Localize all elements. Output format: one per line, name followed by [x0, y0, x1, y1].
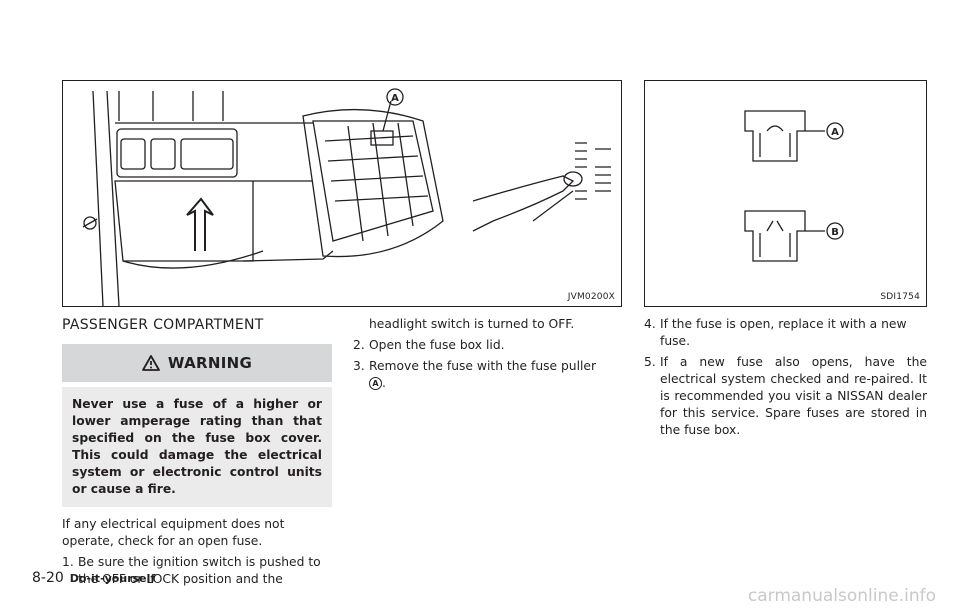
callout-b-right: B	[831, 227, 839, 238]
section-name: Do-it-yourself	[69, 572, 156, 585]
fuse-box-location-figure: A JVM0200X	[62, 80, 622, 307]
step-text: Open the fuse box lid.	[369, 338, 505, 352]
step-1-continuation: headlight switch is turned to OFF.	[369, 317, 575, 331]
page-number: 8-20	[32, 570, 64, 586]
figure-code: SDI1754	[880, 292, 920, 302]
figure-code: JVM0200X	[567, 292, 615, 302]
step-2: 2. Open the fuse box lid.	[353, 337, 623, 354]
page-footer: 8-20 Do-it-yourself	[32, 570, 155, 586]
step-number: 4.	[644, 317, 656, 331]
text-column-1: PASSENGER COMPARTMENT WARNING Never use …	[62, 313, 332, 592]
step-text: If a new fuse also opens, have the elect…	[660, 355, 927, 437]
fuse-condition-figure: A B SDI1754	[644, 80, 927, 307]
step-4: 4. If the fuse is open, replace it with …	[644, 316, 927, 350]
callout-a-right: A	[831, 127, 839, 138]
text-column-2: headlight switch is turned to OFF. 2. Op…	[353, 313, 623, 396]
step-number: 1.	[62, 555, 74, 569]
warning-body: Never use a fuse of a higher or lower am…	[62, 387, 332, 507]
step-1: 1. Be sure the ignition switch is pushed…	[62, 554, 332, 588]
callout-a-left: A	[391, 93, 399, 104]
watermark: carmanualsonline.info	[747, 586, 936, 606]
step-text: Be sure the ignition switch is pushed to…	[78, 555, 321, 586]
step-number: 2.	[353, 338, 365, 352]
step-number: 5.	[644, 355, 656, 369]
section-title: PASSENGER COMPARTMENT	[62, 317, 264, 333]
step-5: 5. If a new fuse also opens, have the el…	[644, 354, 927, 439]
fuse-box-illustration: A	[82, 88, 611, 306]
warning-triangle-icon	[142, 355, 160, 371]
warning-header: WARNING	[62, 344, 332, 382]
intro-paragraph: If any electrical equipment does not ope…	[62, 517, 285, 548]
step-text: Remove the fuse with the fuse puller	[369, 359, 597, 373]
text-column-3: 4. If the fuse is open, replace it with …	[644, 313, 927, 443]
step-3: 3. Remove the fuse with the fuse puller …	[353, 358, 623, 392]
callout-ref-a: A	[369, 377, 382, 390]
warning-title: WARNING	[167, 353, 253, 372]
step-number: 3.	[353, 359, 365, 373]
step-end: .	[382, 376, 386, 390]
step-text: If the fuse is open, replace it with a n…	[660, 317, 907, 348]
fuse-illustration: A B	[744, 110, 844, 262]
